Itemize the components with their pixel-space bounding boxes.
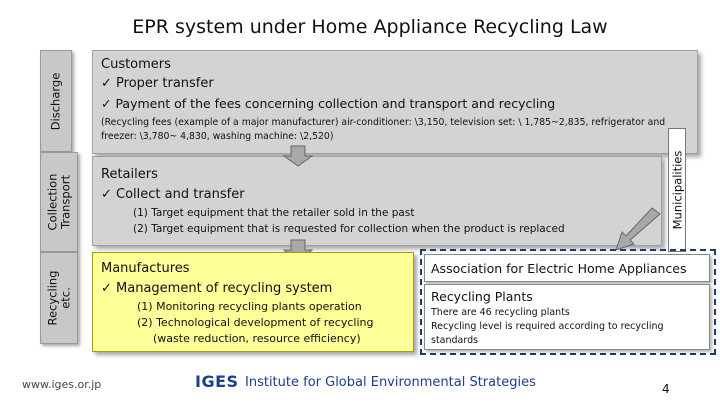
customers-fees-line2: freezer: \3,780~ 4,830, washing machine:…: [101, 131, 334, 142]
customers-heading: Customers: [101, 57, 171, 72]
manufacturers-item-management: ✓ Management of recycling system: [101, 281, 333, 296]
page-title: EPR system under Home Appliance Recyclin…: [132, 16, 608, 38]
manufacturers-box: Manufactures ✓ Management of recycling s…: [92, 252, 414, 352]
retailers-heading: Retailers: [101, 167, 158, 182]
recycling-plants-heading: Recycling Plants: [431, 289, 533, 304]
page-number: 4: [662, 382, 670, 396]
collection-transport-label: Collection Transport: [40, 152, 78, 252]
manufacturers-sub1: (1) Monitoring recycling plants operatio…: [137, 300, 362, 313]
recycling-label-line2: etc.: [58, 287, 73, 309]
recycling-plants-line1: There are 46 recycling plants: [431, 307, 570, 318]
retailers-box: Retailers ✓ Collect and transfer (1) Tar…: [92, 156, 662, 246]
recycling-label: Recycling etc.: [40, 252, 78, 344]
recycling-label-line1: Recycling: [45, 270, 60, 326]
customers-fees-line1: (Recycling fees (example of a major manu…: [101, 117, 666, 128]
collection-label-line2: Transport: [58, 175, 73, 229]
institute-name: Institute for Global Environmental Strat…: [245, 375, 536, 390]
manufacturers-sub3: (waste reduction, resource efficiency): [153, 332, 361, 345]
municipalities-box: Municipalities: [668, 128, 686, 252]
customers-box: Customers ✓ Proper transfer ✓ Payment of…: [92, 50, 698, 154]
discharge-label-text: Discharge: [48, 72, 63, 130]
customers-item-payment: ✓ Payment of the fees concerning collect…: [101, 96, 556, 111]
retailers-sub2: (2) Target equipment that is requested f…: [133, 223, 565, 235]
retailers-item-collect: ✓ Collect and transfer: [101, 187, 245, 202]
recycling-plants-line2: Recycling level is required according to…: [431, 321, 664, 332]
collection-transport-label-text: Collection Transport: [45, 173, 73, 231]
association-label: Association for Electric Home Appliances: [431, 261, 687, 276]
recycling-group-dashed-border: [420, 249, 716, 355]
recycling-plants-box: Recycling Plants There are 46 recycling …: [424, 284, 710, 350]
recycling-label-text: Recycling etc.: [45, 270, 73, 326]
iges-logo: IGES: [195, 372, 239, 391]
discharge-label: Discharge: [40, 50, 72, 152]
manufacturers-sub2: (2) Technological development of recycli…: [137, 316, 374, 329]
municipalities-label: Municipalities: [670, 150, 685, 230]
manufacturers-heading: Manufactures: [101, 261, 190, 276]
collection-label-line1: Collection: [45, 173, 60, 231]
footer-url: www.iges.or.jp: [22, 378, 102, 391]
customers-item-transfer: ✓ Proper transfer: [101, 76, 214, 91]
recycling-plants-line3: standards: [431, 335, 479, 346]
association-box: Association for Electric Home Appliances: [424, 254, 710, 282]
retailers-sub1: (1) Target equipment that the retailer s…: [133, 207, 415, 219]
